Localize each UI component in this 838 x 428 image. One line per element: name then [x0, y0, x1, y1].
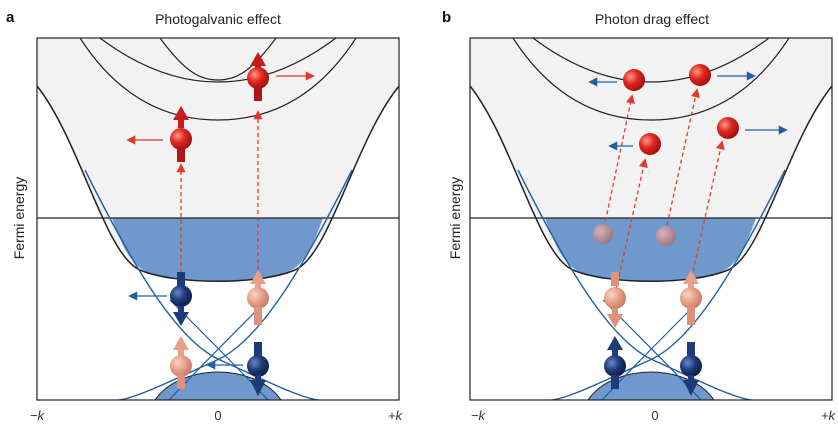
dirac-line-1-b	[517, 169, 752, 400]
dirac-line-2-a	[118, 169, 353, 400]
subband-3-a	[99, 38, 337, 83]
dirac-line-2-b	[551, 169, 786, 400]
excitation-arrow-3-b	[666, 88, 700, 226]
valence-band-a	[154, 371, 282, 400]
spin-down-state-1-b	[604, 336, 626, 389]
panel-title-a: Photogalvanic effect	[155, 11, 281, 27]
excitation-arrow-4-b	[689, 140, 725, 286]
x-tick-center-a: 0	[214, 408, 221, 423]
panel-letter-b: b	[442, 9, 451, 26]
band-structure-b	[470, 38, 832, 400]
subband-2-b	[532, 38, 770, 83]
frame-a	[36, 37, 400, 401]
subband-1-a	[79, 38, 357, 121]
spin-up-state-2-b	[680, 270, 702, 325]
panel-letter-a: a	[6, 9, 15, 26]
spin-down-state-1-a	[170, 272, 192, 326]
vacated-state-1-b	[593, 224, 613, 244]
dirac-line-1-a	[84, 169, 319, 400]
x-tick-center-b: 0	[651, 408, 658, 423]
spin-down-state-2-a	[247, 342, 269, 396]
y-axis-label-b: Fermi energy	[447, 177, 463, 259]
band-structure-a	[37, 38, 399, 400]
x-tick-right-a: +k	[388, 408, 404, 423]
excited-electron-4-b	[717, 117, 739, 139]
excited-electron-2-a	[247, 52, 269, 101]
panel-b-photon-drag: b Photon drag effect Fermi energy	[442, 9, 837, 423]
fermi-sea-a	[112, 218, 323, 282]
frame-b	[469, 37, 833, 401]
spin-up-state-2-a	[170, 336, 192, 389]
excited-electron-1-b	[623, 69, 645, 91]
x-tick-left-b: −k	[471, 408, 487, 423]
spin-down-state-2-b	[680, 342, 702, 396]
vacated-state-2-b	[656, 226, 676, 246]
excited-electron-3-b	[639, 133, 661, 155]
y-axis-label-a: Fermi energy	[11, 177, 27, 259]
x-tick-right-b: +k	[821, 408, 837, 423]
x-tick-left-a: −k	[30, 408, 46, 423]
excited-electron-1-a	[170, 106, 192, 162]
subband-1-b	[512, 38, 790, 121]
fermi-sea-b	[545, 218, 756, 282]
band-curve-lower-b	[470, 85, 832, 282]
panel-title-b: Photon drag effect	[595, 11, 709, 27]
panel-a-photogalvanic: a Photogalvanic effect Fermi energy	[6, 9, 404, 423]
spin-up-state-1-a	[247, 270, 269, 325]
excited-electron-2-b	[689, 64, 711, 86]
excitation-arrow-2-b	[615, 158, 648, 291]
excitation-arrow-1-b	[603, 94, 635, 229]
band-curve-lower-a	[37, 85, 399, 282]
spin-up-state-1-b	[604, 272, 626, 328]
valence-band-b	[587, 371, 715, 400]
